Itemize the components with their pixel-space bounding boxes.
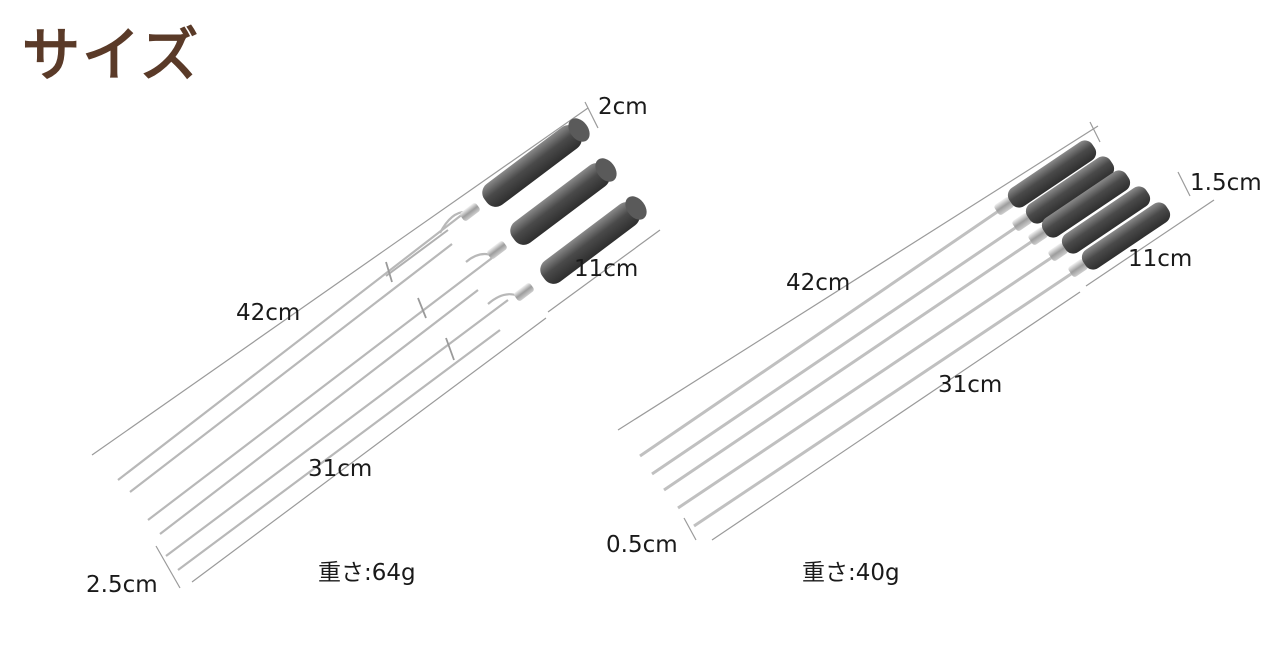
rod-diameter-label: 0.5cm	[606, 532, 678, 558]
page-title: サイズ	[22, 21, 201, 89]
dimension-line-handle-left	[547, 229, 661, 313]
dimension-line-skewer-right	[711, 291, 1081, 541]
straight-skewer	[677, 186, 1151, 510]
dimension-line-total-left	[91, 107, 589, 456]
dimension-line-skewer-left	[191, 317, 547, 583]
left-skewer-group: 2cm 11cm 42cm 31cm 2.5cm 重さ:64g	[86, 94, 661, 598]
total-length-label: 42cm	[786, 270, 850, 296]
forked-skewer	[147, 158, 617, 535]
handle-diameter-label: 2cm	[598, 94, 648, 120]
handle-length-label: 11cm	[1128, 246, 1192, 272]
straight-skewer	[663, 170, 1131, 492]
right-skewer-group: 1.5cm 11cm 42cm 31cm 0.5cm 重さ:40g	[606, 121, 1262, 586]
fork-width-label: 2.5cm	[86, 572, 158, 598]
dimension-line-fork-left	[155, 545, 181, 589]
straight-skewer	[651, 156, 1115, 476]
forked-skewer	[165, 196, 647, 571]
weight-label: 重さ:64g	[318, 560, 416, 586]
forked-skewer	[117, 118, 590, 493]
skewer-length-label: 31cm	[938, 372, 1002, 398]
handle-diameter-label: 1.5cm	[1190, 170, 1262, 196]
handle-length-label: 11cm	[574, 256, 638, 282]
total-length-label: 42cm	[236, 300, 300, 326]
dimension-line-handle-right	[1085, 199, 1215, 287]
weight-label: 重さ:40g	[802, 560, 900, 586]
straight-skewer	[693, 202, 1171, 528]
straight-skewer	[639, 140, 1097, 458]
skewer-length-label: 31cm	[308, 456, 372, 482]
dimension-line-total-right	[617, 125, 1099, 431]
